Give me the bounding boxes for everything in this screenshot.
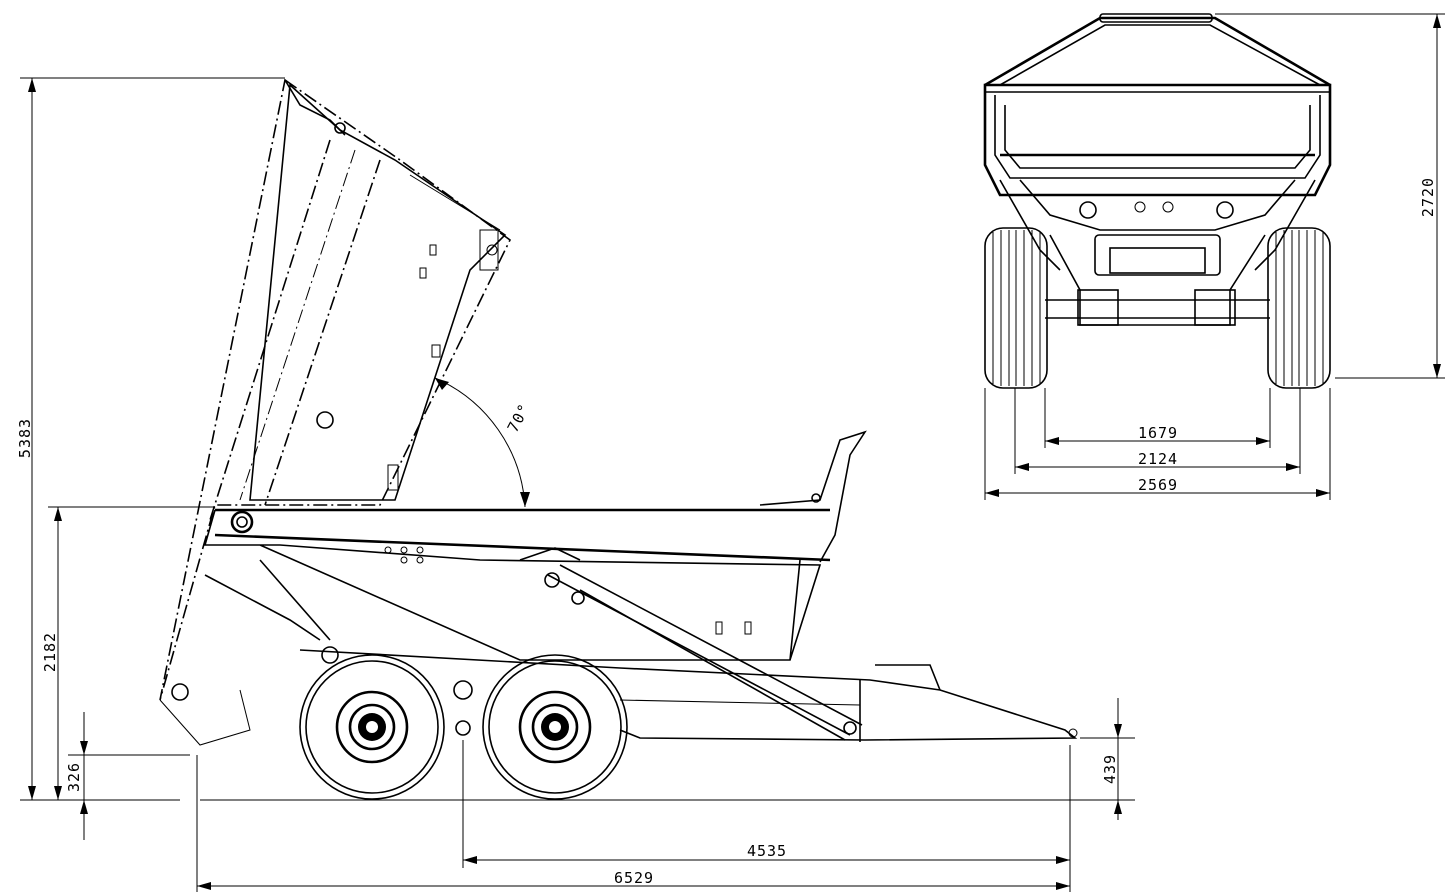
side-wheel-front xyxy=(299,654,445,800)
dim-inner-track-label: 1679 xyxy=(1138,424,1178,442)
dim-rear-height: 2720 xyxy=(1215,13,1445,379)
dim-track: 2124 xyxy=(1014,388,1301,474)
side-wheel-rear xyxy=(482,654,628,800)
dim-hitch-height: 439 xyxy=(1080,698,1135,820)
tip-angle-arc: 70° xyxy=(434,377,534,508)
rear-view: 2720 1679 2124 2569 xyxy=(983,13,1445,500)
dim-total-height: 5383 xyxy=(16,77,285,801)
chassis xyxy=(171,559,1078,742)
dim-overall-width-label: 2569 xyxy=(1138,476,1178,494)
tip-angle-label: 70° xyxy=(504,400,534,435)
dim-overall-width: 2569 xyxy=(984,388,1331,500)
dim-inner-track: 1679 xyxy=(1044,388,1271,448)
rear-tyre-right xyxy=(1267,227,1331,389)
dim-platform-height-label: 2182 xyxy=(41,632,59,672)
side-view: 70° 5383 2182 326 xyxy=(16,77,1135,892)
dim-track-label: 2124 xyxy=(1138,450,1178,468)
dim-axle-to-hitch: 4535 xyxy=(462,740,1071,892)
dim-axle-to-hitch-label: 4535 xyxy=(747,842,787,860)
dim-total-height-label: 5383 xyxy=(16,418,34,458)
dim-rear-height-label: 2720 xyxy=(1419,177,1437,217)
rear-tyre-left xyxy=(984,227,1048,389)
rear-body-outline xyxy=(983,13,1332,231)
dim-hitch-height-label: 439 xyxy=(1101,754,1119,784)
dim-rear-clearance: 326 xyxy=(65,712,190,840)
dim-overall-length: 6529 xyxy=(196,755,1070,892)
lowered-body xyxy=(203,430,867,661)
dim-rear-clearance-label: 326 xyxy=(65,762,83,792)
hydraulic-ram xyxy=(519,547,863,741)
dim-platform-height: 2182 xyxy=(41,506,215,800)
tipped-body-outline xyxy=(159,78,512,746)
dim-overall-length-label: 6529 xyxy=(614,869,654,887)
